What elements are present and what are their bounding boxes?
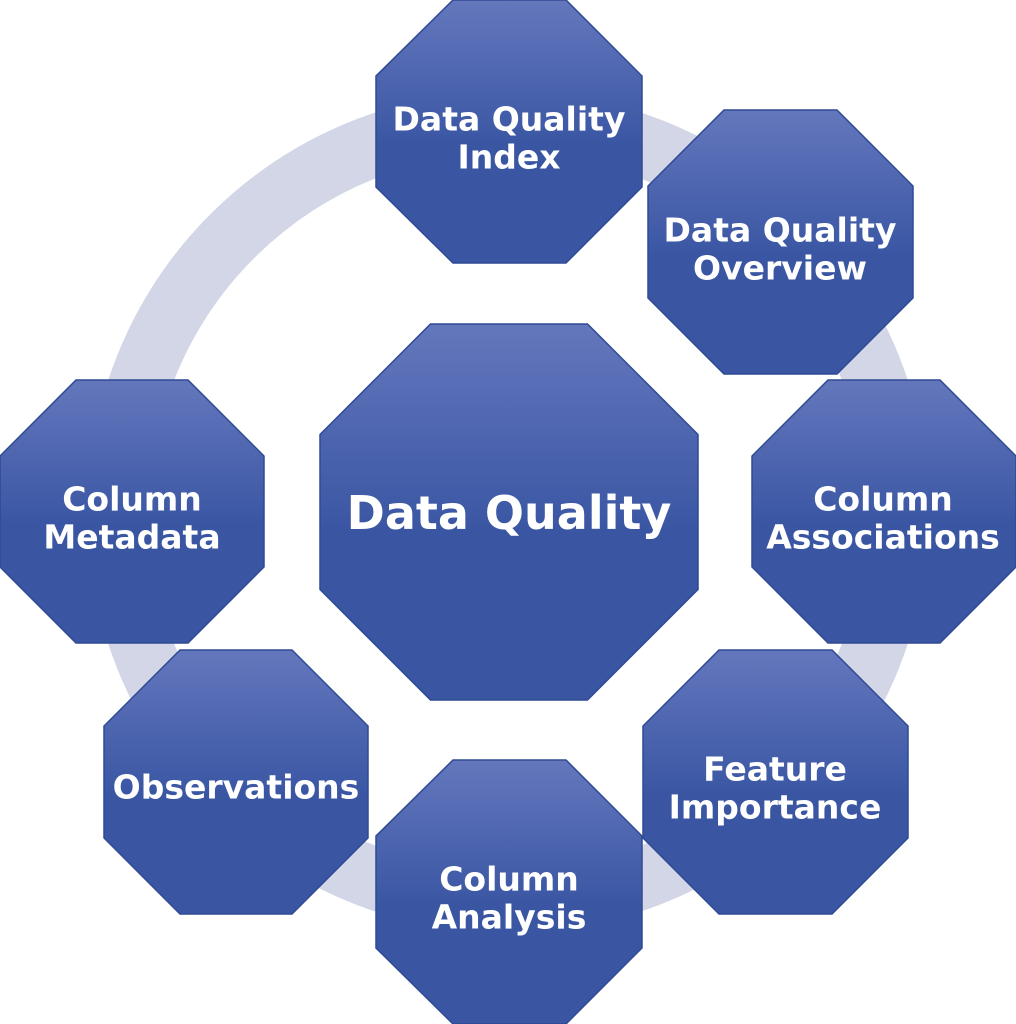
- node-label-line-2: Associations: [766, 518, 1000, 557]
- node-column-metadata: Column Metadata: [0, 379, 265, 644]
- node-octagon: [751, 379, 1016, 644]
- node-data-quality-overview: Data Quality Overview: [647, 109, 914, 375]
- node-label-line-1: Feature: [703, 750, 847, 789]
- node-label-line-1: Data Quality: [393, 100, 626, 139]
- node-column-associations: Column Associations: [751, 379, 1016, 644]
- node-feature-importance: Feature Importance: [642, 649, 909, 915]
- center-node: Data Quality: [319, 323, 699, 701]
- node-label-line-2: Index: [457, 138, 560, 177]
- node-column-analysis: Column Analysis: [375, 759, 643, 1024]
- node-label-line-2: Overview: [693, 249, 867, 288]
- node-octagon: [103, 649, 369, 915]
- node-label-line-2: Analysis: [432, 898, 587, 937]
- node-label-line-1: Column: [813, 480, 953, 519]
- node-label-line-2: Metadata: [43, 518, 220, 557]
- node-label-line-1: Column: [439, 860, 579, 899]
- node-observations: Observations: [103, 649, 369, 915]
- node-label-line-2: Importance: [669, 788, 882, 827]
- node-label-line-1: Observations: [113, 768, 360, 807]
- node-octagon: [642, 649, 909, 915]
- node-label-line-1: Column: [62, 480, 202, 519]
- node-octagon: [375, 0, 643, 264]
- center-octagon: [319, 323, 699, 701]
- node-octagon: [0, 379, 265, 644]
- node-data-quality-index: Data Quality Index: [375, 0, 643, 264]
- node-octagon: [647, 109, 914, 375]
- node-octagon: [375, 759, 643, 1024]
- center-label: Data Quality: [347, 486, 672, 540]
- node-label-line-1: Data Quality: [664, 211, 897, 250]
